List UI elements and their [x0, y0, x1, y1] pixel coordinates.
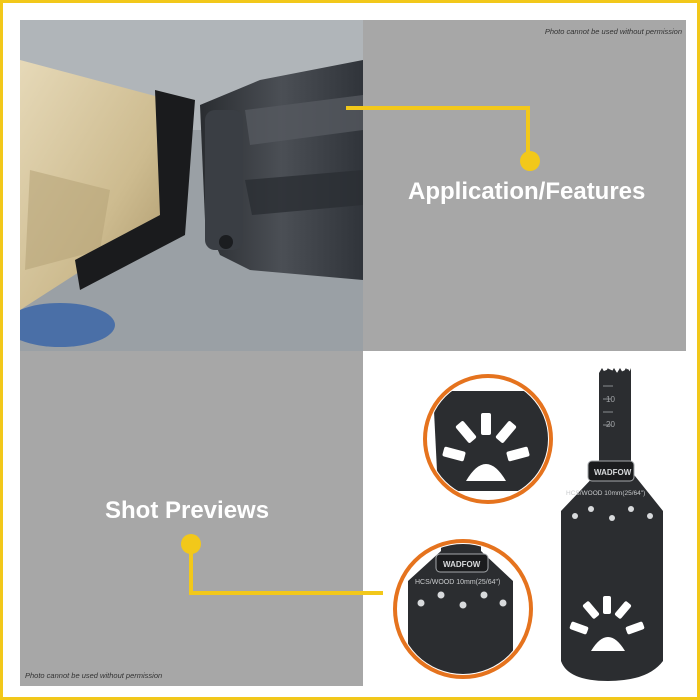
previews-panel: Shot Previews Photo cannot be used witho…	[20, 351, 363, 686]
previews-label: Shot Previews	[105, 497, 270, 524]
saw-blade	[75, 90, 195, 290]
brand-logo-zoom: WADFOW	[443, 560, 481, 569]
application-photo	[20, 20, 363, 351]
blade-preview-illustration: 10 20 WADFOW HCS/WOOD 10mm(25/64")	[393, 368, 663, 681]
tool-cutting-wood-illustration	[20, 20, 363, 351]
features-label: Application/Features	[408, 178, 646, 205]
brand-logo: WADFOW	[594, 468, 632, 477]
previews-connector-line	[189, 543, 383, 595]
features-connector-dot	[520, 151, 540, 171]
scale-mark-20: 20	[606, 420, 615, 429]
blade-marking-zoom: HCS/WOOD 10mm(25/64")	[415, 579, 500, 586]
permission-notice: Photo cannot be used without permission	[544, 27, 682, 36]
features-connector-line	[346, 106, 530, 161]
callout-marking-detail: WADFOW HCS/WOOD 10mm(25/64")	[393, 539, 533, 679]
features-panel: Photo cannot be used without permission …	[363, 20, 686, 351]
scale-mark-10: 10	[606, 395, 615, 404]
permission-notice-bottom: Photo cannot be used without permission	[25, 671, 163, 680]
blade-marking: HCS/WOOD 10mm(25/64")	[566, 490, 645, 497]
callout-connectors	[181, 106, 540, 595]
callout-mount-detail	[423, 374, 553, 504]
product-preview-panel: 10 20 WADFOW HCS/WOOD 10mm(25/64")	[363, 351, 686, 686]
product-blade: 10 20 WADFOW HCS/WOOD 10mm(25/64")	[561, 368, 663, 681]
previews-connector-dot	[181, 534, 201, 554]
